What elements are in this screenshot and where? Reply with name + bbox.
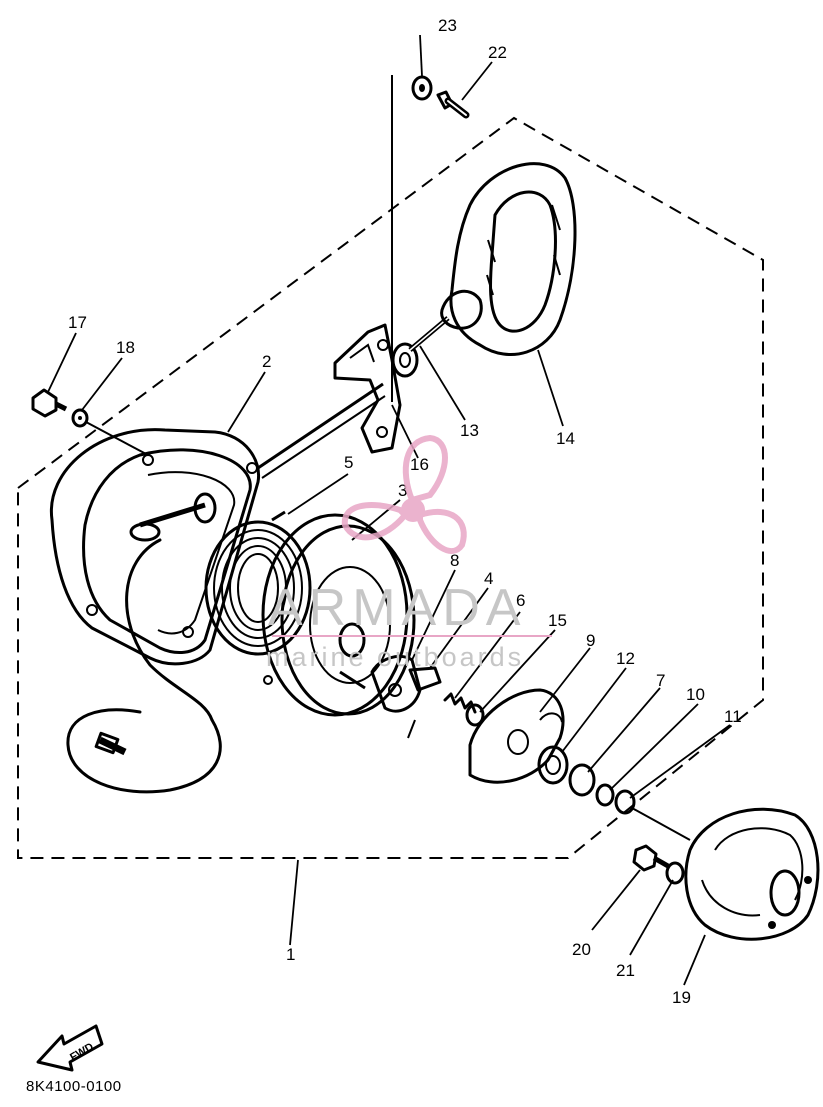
part-23-washer: [411, 75, 433, 101]
callout-1: 1: [286, 945, 295, 964]
watermark-propeller-logo: [341, 434, 467, 554]
callout-2: 2: [262, 352, 271, 371]
callout-14: 14: [556, 429, 575, 448]
fwd-arrow-icon: FWD: [36, 1024, 104, 1072]
callout-labels: 23 22 17 18 2 5 3 8 4 6 15 9 12 7 10 11 …: [68, 16, 742, 1007]
part-21-washer: [665, 861, 685, 885]
leader-lines: [47, 34, 731, 986]
callout-21: 21: [616, 961, 635, 980]
part-16-bracket: [257, 323, 402, 479]
stop-cable: [66, 538, 222, 794]
callout-18: 18: [116, 338, 135, 357]
callout-13: 13: [460, 421, 479, 440]
part-7-spacer: [568, 763, 596, 797]
callout-5: 5: [344, 453, 353, 472]
callout-8: 8: [450, 551, 459, 570]
callout-23: 23: [438, 16, 457, 35]
callout-22: 22: [488, 43, 507, 62]
assembly-boundary: [17, 116, 764, 859]
callout-3: 3: [398, 481, 407, 500]
part-19-starter-cup: [684, 807, 820, 941]
callout-19: 19: [672, 988, 691, 1007]
part-14-starter-handle: [440, 162, 577, 356]
part-12-washer: [537, 745, 569, 785]
part-6-spring: [443, 692, 477, 714]
part-22-bolt: [436, 90, 470, 119]
part-9-drive-plate: [468, 688, 565, 784]
watermark-tagline: marine outboards: [266, 642, 525, 672]
part-2-starter-case: [49, 428, 261, 666]
callout-15: 15: [548, 611, 567, 630]
part-20-bolt: [632, 844, 670, 872]
part-13-rope-guide: [391, 316, 450, 378]
part-15-washer: [465, 703, 485, 727]
callout-9: 9: [586, 631, 595, 650]
document-code: 8K4100-0100: [26, 1078, 122, 1095]
callout-12: 12: [616, 649, 635, 668]
callout-7: 7: [656, 671, 665, 690]
watermark-brand: ARMADA: [268, 579, 527, 637]
part-4-pin: [407, 666, 442, 739]
callout-4: 4: [484, 569, 493, 588]
callout-10: 10: [686, 685, 705, 704]
callout-20: 20: [572, 940, 591, 959]
callout-6: 6: [516, 591, 525, 610]
callout-16: 16: [410, 455, 429, 474]
part-17-bolt: [31, 388, 68, 418]
part-11-nut: [614, 789, 691, 841]
fwd-label: FWD: [68, 1041, 96, 1064]
callout-17: 17: [68, 313, 87, 332]
part-18-washer: [71, 408, 89, 428]
callout-11: 11: [724, 707, 742, 726]
part-10-washer: [595, 783, 615, 807]
